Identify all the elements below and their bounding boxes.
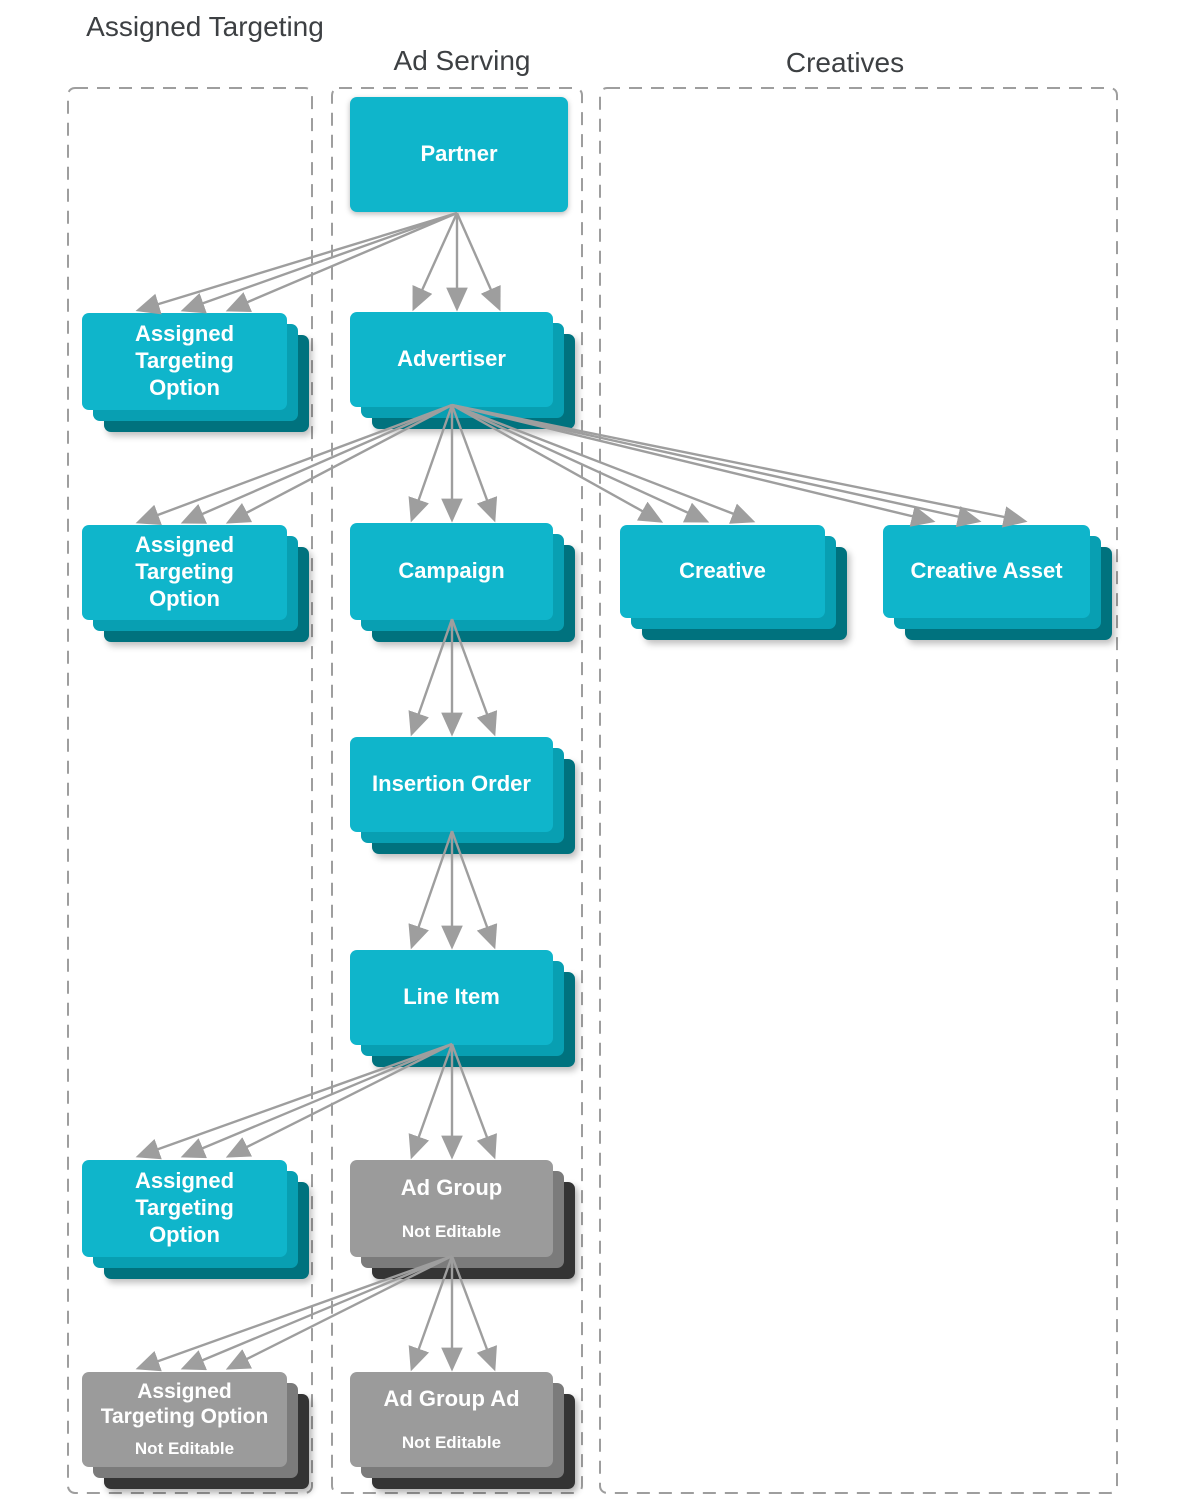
edge-partner-to-advertiser [412, 212, 501, 312]
node-face: Creative [620, 525, 825, 618]
node-face: Assigned Targeting Option [82, 1160, 287, 1257]
node-creative: Creative [620, 525, 847, 640]
node-sublabel: Not Editable [401, 1432, 502, 1452]
node-face: Ad Group Not Editable [350, 1160, 553, 1257]
column-title-creatives: Creatives [785, 47, 905, 78]
node-partner: Partner [350, 97, 568, 212]
node-label: Partner [420, 141, 498, 167]
node-face: Campaign [350, 523, 553, 620]
node-campaign: Campaign [350, 523, 575, 642]
node-face: Ad Group Ad Not Editable [350, 1372, 553, 1467]
node-face: Assigned Targeting Option [82, 525, 287, 620]
node-face: Line Item [350, 950, 553, 1045]
node-label: Advertiser [397, 346, 506, 372]
node-face: Assigned Targeting Option Not Editable [82, 1372, 287, 1467]
node-label: Creative Asset [910, 558, 1063, 584]
column-creatives [599, 87, 1118, 1494]
node-label: Assigned Targeting Option [134, 1168, 235, 1247]
node-insertion-order: Insertion Order [350, 737, 575, 854]
node-sublabel: Not Editable [134, 1439, 235, 1459]
node-label: Creative [679, 558, 766, 584]
column-title-ad-serving: Ad Serving [393, 45, 531, 76]
node-face: Advertiser [350, 312, 553, 407]
node-label: Ad Group [400, 1175, 503, 1201]
node-assigned-targeting-option-advertiser: Assigned Targeting Option [82, 525, 309, 642]
node-assigned-targeting-option-ad-group: Assigned Targeting Option Not Editable [82, 1372, 309, 1489]
node-ad-group: Ad Group Not Editable [350, 1160, 575, 1279]
node-advertiser: Advertiser [350, 312, 575, 429]
node-face: Partner [350, 97, 568, 212]
node-line-item: Line Item [350, 950, 575, 1067]
node-label: Insertion Order [372, 771, 531, 797]
node-label: Assigned Targeting Option [100, 1379, 269, 1428]
node-label: Ad Group Ad [383, 1386, 520, 1412]
column-title-assigned-targeting: Assigned Targeting [86, 11, 324, 42]
node-assigned-targeting-option-partner: Assigned Targeting Option [82, 313, 309, 432]
node-ad-group-ad: Ad Group Ad Not Editable [350, 1372, 575, 1489]
node-sublabel: Not Editable [401, 1221, 502, 1241]
node-face: Assigned Targeting Option [82, 313, 287, 410]
edge-partner-to-assigned-targeting-option [135, 211, 458, 315]
node-label: Assigned Targeting Option [134, 532, 235, 611]
node-face: Insertion Order [350, 737, 553, 832]
node-creative-asset: Creative Asset [883, 525, 1112, 640]
node-label: Line Item [403, 984, 500, 1010]
node-label: Assigned Targeting Option [134, 321, 235, 400]
column-assigned-targeting [67, 87, 313, 1494]
node-label: Campaign [398, 558, 505, 584]
node-assigned-targeting-option-line-item: Assigned Targeting Option [82, 1160, 309, 1279]
node-face: Creative Asset [883, 525, 1090, 618]
